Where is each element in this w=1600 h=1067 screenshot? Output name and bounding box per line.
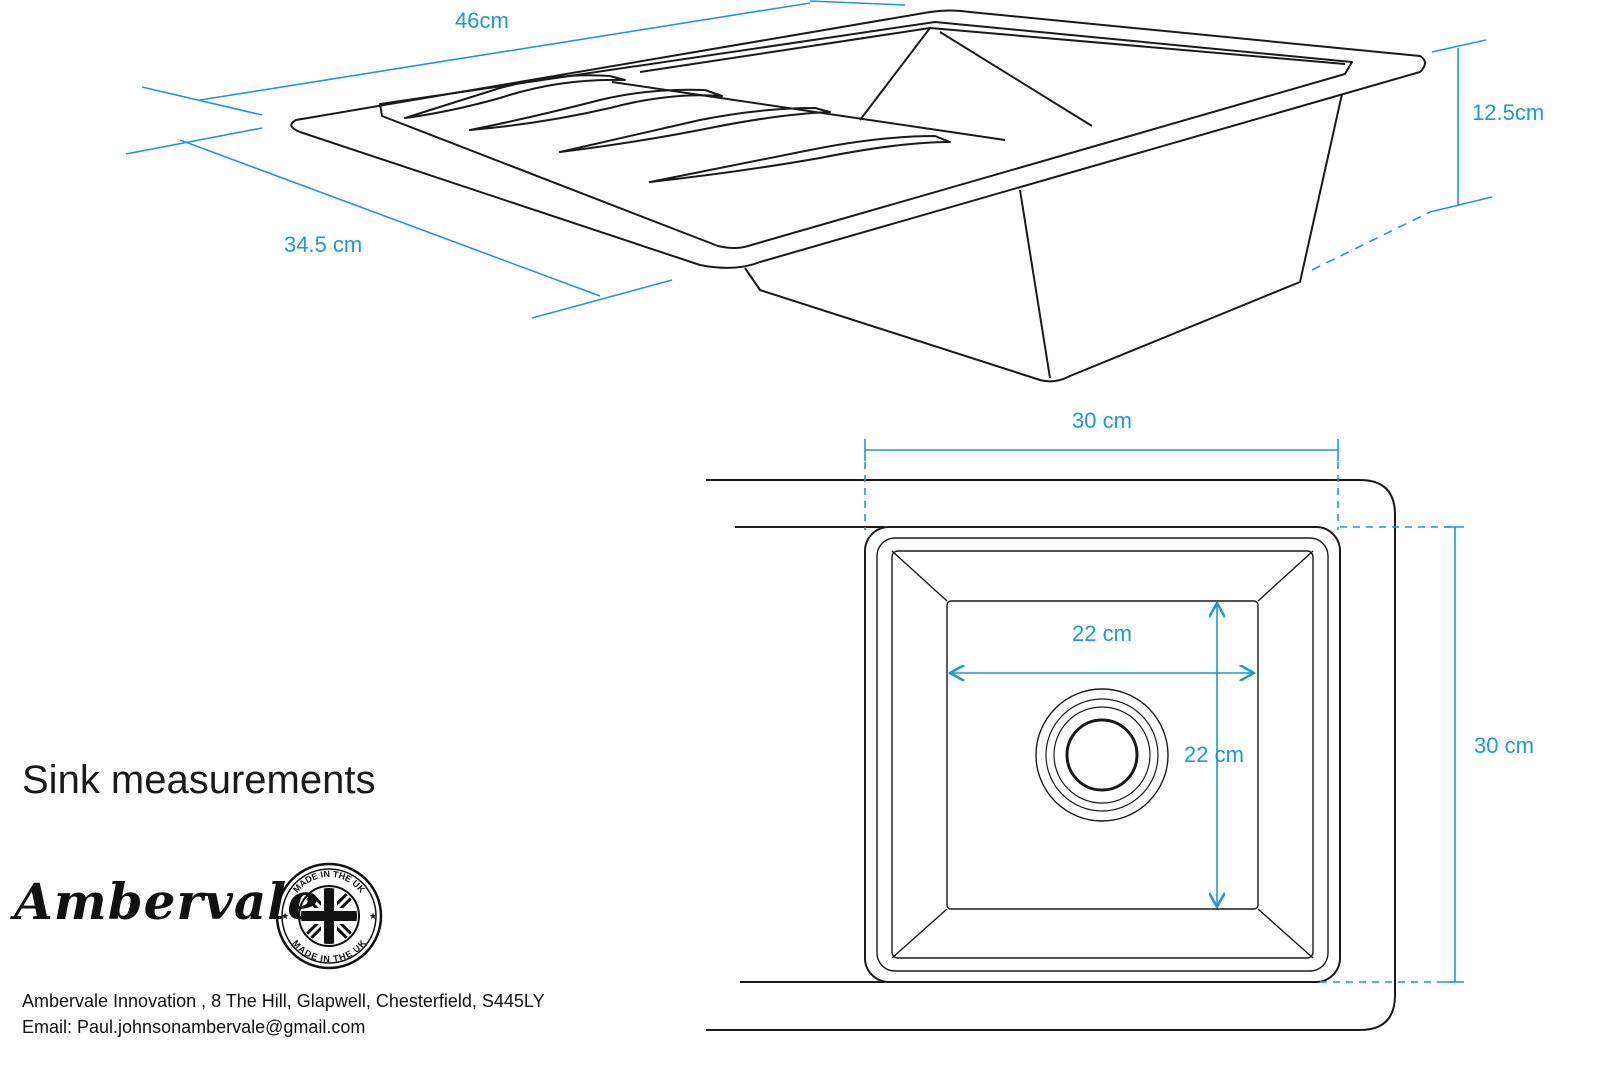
dimension-lines-plan bbox=[864, 439, 1464, 983]
page-title: Sink measurements bbox=[22, 758, 376, 802]
drainer-groove-3 bbox=[559, 107, 831, 153]
drain-ring-mid bbox=[1045, 698, 1159, 812]
plan-width-label: 30 cm bbox=[1072, 408, 1132, 433]
basin-top bbox=[891, 550, 1314, 959]
sink-frame-inner bbox=[876, 537, 1329, 972]
worktop-outline bbox=[706, 479, 1396, 1031]
sink-basin-interior bbox=[611, 27, 1346, 141]
star-icon: ★ bbox=[369, 911, 377, 921]
drainer-groove-1 bbox=[404, 74, 626, 119]
sink-body bbox=[744, 93, 1343, 383]
drain-ring-outer bbox=[1035, 688, 1169, 822]
length-dimension-label: 46cm bbox=[455, 8, 509, 33]
union-flag-icon bbox=[301, 888, 357, 944]
dimension-lines-3d bbox=[125, 0, 1493, 319]
address-line: Ambervale Innovation , 8 The Hill, Glapw… bbox=[22, 991, 545, 1011]
sink-rim-inner bbox=[379, 21, 1353, 249]
star-icon: ★ bbox=[281, 911, 289, 921]
depth-dimension-label: 12.5cm bbox=[1472, 100, 1544, 125]
drainer-groove-4 bbox=[649, 135, 951, 183]
drain-ring-inner bbox=[1053, 706, 1151, 804]
contact-info: Ambervale Innovation , 8 The Hill, Glapw… bbox=[22, 988, 545, 1040]
sink-frame-outer bbox=[864, 526, 1341, 983]
basin-floor bbox=[946, 600, 1259, 910]
drainer-groove-2 bbox=[469, 88, 723, 131]
sink-rim-outer bbox=[290, 9, 1426, 269]
inner-height-label: 22 cm bbox=[1184, 742, 1244, 767]
sink-3d-view bbox=[290, 9, 1426, 383]
width-dimension-label: 34.5 cm bbox=[284, 232, 362, 257]
sink-plan-view bbox=[706, 479, 1396, 1031]
drain-hole bbox=[1065, 718, 1139, 792]
plan-height-label: 30 cm bbox=[1474, 733, 1534, 758]
email-line: Email: Paul.johnsonambervale@gmail.com bbox=[22, 1017, 366, 1037]
brand-logo: Ambervale bbox=[14, 872, 321, 931]
made-in-uk-badge: MADE IN THE UK MADE IN THE UK ★ ★ bbox=[275, 862, 383, 970]
inner-width-label: 22 cm bbox=[1072, 621, 1132, 646]
